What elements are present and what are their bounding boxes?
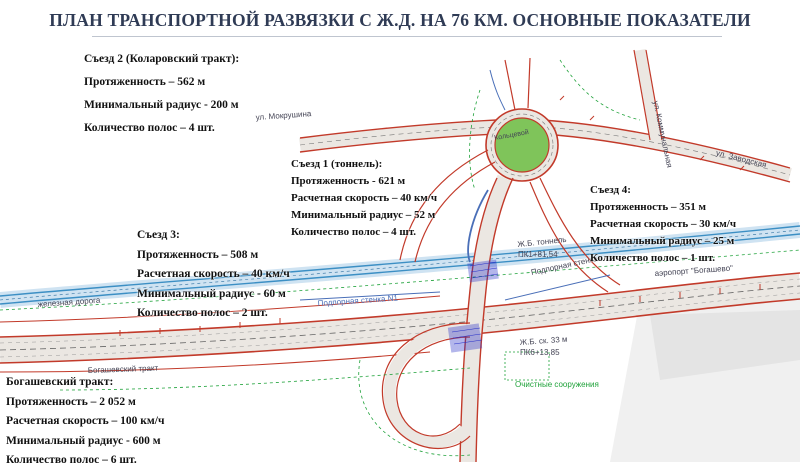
bogashev-highway [0,272,800,364]
bogashev-min-radius: Минимальный радиус - 600 м [6,434,161,447]
tunnel-structure [467,259,499,283]
exit3-speed: Расчетная скорость – 40 км/ч [137,268,290,280]
exit2-info: Съезд 2 (Коларовский тракт): Протяженнос… [84,53,239,145]
exit3-heading: Съезд 3: [137,229,180,241]
label-treatment: Очистные сооружения [515,380,599,389]
survey-marks [119,95,761,336]
label-tunnel-pk: ПК1+81,54 [518,250,558,259]
exit3-min-radius: Минимальный радиус - 60 м [137,287,286,300]
exit4-speed: Расчетная скорость – 30 км/ч [590,218,737,230]
exit3-loop [381,322,471,450]
kommunalnaya-street [633,48,663,142]
exit2-heading: Съезд 2 (Коларовский тракт): [84,53,240,65]
exit3-lanes: Количество полос – 2 шт. [137,307,268,319]
label-culvert-pk: ПК6+13,85 [520,348,560,357]
exit1-speed: Расчетная скорость – 40 км/ч [291,192,438,204]
exit4-min-radius: Минимальный радиус – 25 м [590,235,735,247]
interchange-plan [0,48,800,462]
culvert-structure [447,323,483,353]
roundabout [485,108,559,182]
exit1-length: Протяженность - 621 м [291,175,406,187]
exit1-ramp [459,174,514,462]
page-title: ПЛАН ТРАНСПОРТНОЙ РАЗВЯЗКИ С Ж.Д. НА 76 … [49,10,751,30]
boundary-lines [0,59,800,457]
railway [0,222,800,308]
exit1-info: Съезд 1 (тоннель): Протяженность - 621 м… [291,158,437,243]
exit4-info: Съезд 4: Протяженность – 351 м Расчетная… [590,184,736,269]
exit1-lanes: Количество полос – 4 шт. [291,226,417,238]
exit4-length: Протяженность – 351 м [590,201,706,213]
exit3-length: Протяженность – 508 м [137,248,259,261]
exit1-min-radius: Минимальный радиус – 52 м [291,209,436,221]
exit4-heading: Съезд 4: [590,184,631,196]
exit3-info: Съезд 3: Протяженность – 508 м Расчетная… [137,229,290,327]
bogashev-lanes: Количество полос – 6 шт. [6,454,137,466]
treatment-facility [504,351,550,381]
exit2-min-radius: Минимальный радиус - 200 м [84,99,239,111]
title-divider [92,36,722,37]
bogashev-heading: Богашевский тракт: [6,376,114,388]
exit1-heading: Съезд 1 (тоннель): [291,158,383,170]
exit2-length: Протяженность – 562 м [84,76,206,88]
bogashev-info: Богашевский тракт: Протяженность – 2 052… [6,376,164,474]
exit2-lanes: Количество полос – 4 шт. [84,122,215,134]
exit4-lanes: Количество полос – 1 шт. [590,252,716,264]
bogashev-speed: Расчетная скорость – 100 км/ч [6,415,165,427]
bogashev-length: Протяженность – 2 052 м [6,395,136,408]
